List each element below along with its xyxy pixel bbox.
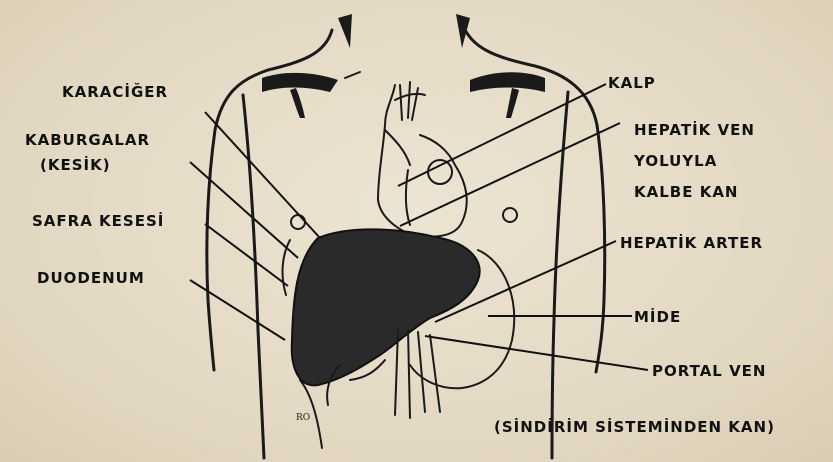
leader-kalp bbox=[398, 84, 606, 186]
label-mide: MİDE bbox=[634, 308, 681, 326]
artist-signature: RO bbox=[296, 413, 310, 423]
leader-duodenum bbox=[190, 280, 285, 340]
label-portal-ven: PORTAL VEN bbox=[652, 362, 767, 380]
label-hepatik-ven-line3: KALBE KAN bbox=[634, 183, 738, 201]
leader-hepatik-ven bbox=[400, 123, 620, 226]
clavicle-shading bbox=[262, 14, 545, 118]
label-kaburgalar-line1: KABURGALAR bbox=[25, 131, 150, 149]
label-hepatik-arter: HEPATİK ARTER bbox=[620, 234, 763, 252]
leader-portal-ven bbox=[425, 336, 648, 370]
label-hepatik-ven-line1: HEPATİK VEN bbox=[634, 121, 755, 139]
label-kalp: KALP bbox=[608, 74, 656, 92]
label-duodenum: DUODENUM bbox=[37, 269, 145, 287]
label-hepatik-ven-line2: YOLUYLA bbox=[634, 152, 717, 170]
liver-drawing bbox=[292, 229, 480, 385]
leader-safra bbox=[205, 224, 288, 286]
label-karaciger: KARACİĞER bbox=[62, 83, 168, 101]
label-kaburgalar-line2: (KESİK) bbox=[40, 156, 111, 174]
nipples bbox=[291, 208, 517, 229]
label-safra-kesesi: SAFRA KESESİ bbox=[32, 212, 164, 230]
label-portal-ven-note: (SİNDİRİM SİSTEMİNDEN KAN) bbox=[494, 418, 775, 436]
leader-karaciger bbox=[205, 112, 320, 238]
